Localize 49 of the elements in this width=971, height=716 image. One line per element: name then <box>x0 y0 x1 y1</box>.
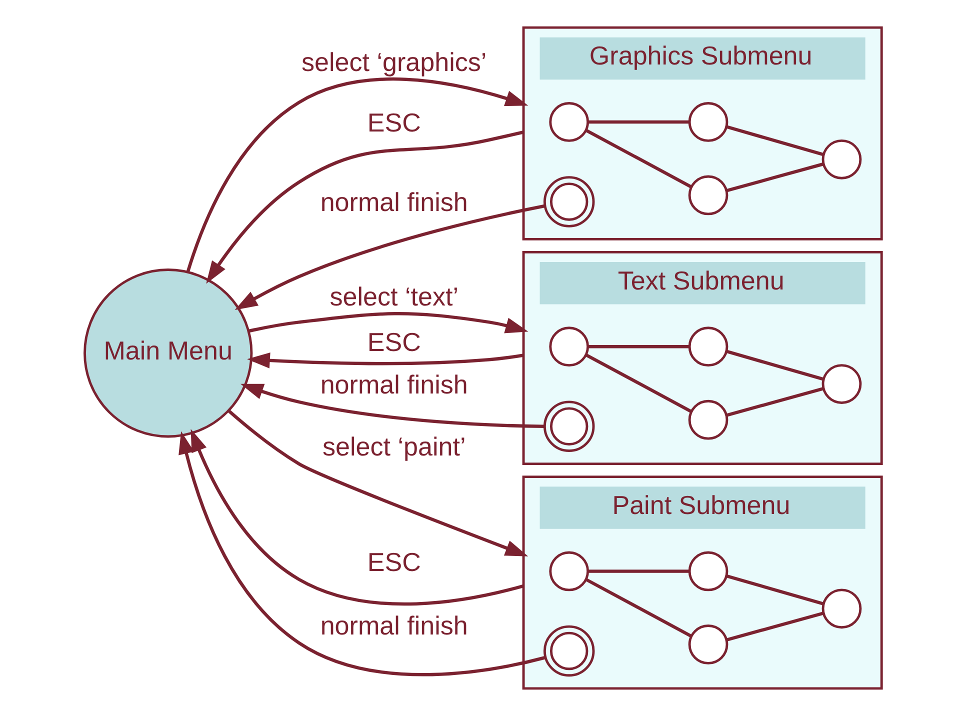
arrow <box>190 429 524 606</box>
edge-label: normal finish <box>320 610 468 640</box>
connector <box>586 128 692 188</box>
edge-label: normal finish <box>320 187 468 218</box>
node-circle <box>688 624 728 664</box>
arrow <box>240 384 544 428</box>
node-circle <box>822 140 862 180</box>
node-circle: Main Menu <box>84 268 253 438</box>
node-circle <box>822 364 862 404</box>
arrow <box>234 204 545 310</box>
node-circle <box>822 588 862 629</box>
cluster: Paint Submenu <box>522 476 883 690</box>
node-circle <box>688 175 728 216</box>
connector <box>588 344 690 348</box>
edge-label: ESC <box>367 327 421 358</box>
arrow <box>248 312 528 334</box>
node-circle <box>688 102 728 142</box>
node-circle <box>549 326 590 367</box>
edge-label: select ‘paint’ <box>322 431 466 462</box>
cluster: Graphics Submenu <box>522 26 883 240</box>
edge-label: ESC <box>367 546 421 577</box>
node-circle <box>688 551 728 592</box>
arrow <box>186 78 528 272</box>
connector <box>588 120 690 124</box>
edge-label: ESC <box>367 107 421 138</box>
connector <box>586 578 692 638</box>
connector <box>726 125 824 156</box>
node-doublecircle <box>543 625 595 677</box>
cluster: Text Submenu <box>522 250 883 466</box>
connector <box>726 574 824 606</box>
arrow <box>228 410 528 556</box>
connector <box>588 570 690 573</box>
connector <box>726 387 824 417</box>
node-circle <box>688 326 728 367</box>
edge-label: select ‘graphics’ <box>302 47 487 78</box>
connector <box>726 612 824 642</box>
edge-label: normal finish <box>320 369 468 400</box>
connector <box>726 162 824 192</box>
arrow <box>178 431 546 676</box>
node-doublecircle <box>543 176 595 228</box>
connector <box>586 354 692 413</box>
node-doublecircle <box>543 400 595 452</box>
node-circle <box>688 400 728 440</box>
arrow <box>247 352 524 368</box>
edge-label: select ‘text’ <box>330 282 459 312</box>
arrow <box>206 130 524 284</box>
node-circle <box>549 102 590 142</box>
node-circle <box>549 551 590 592</box>
connector <box>726 350 824 381</box>
